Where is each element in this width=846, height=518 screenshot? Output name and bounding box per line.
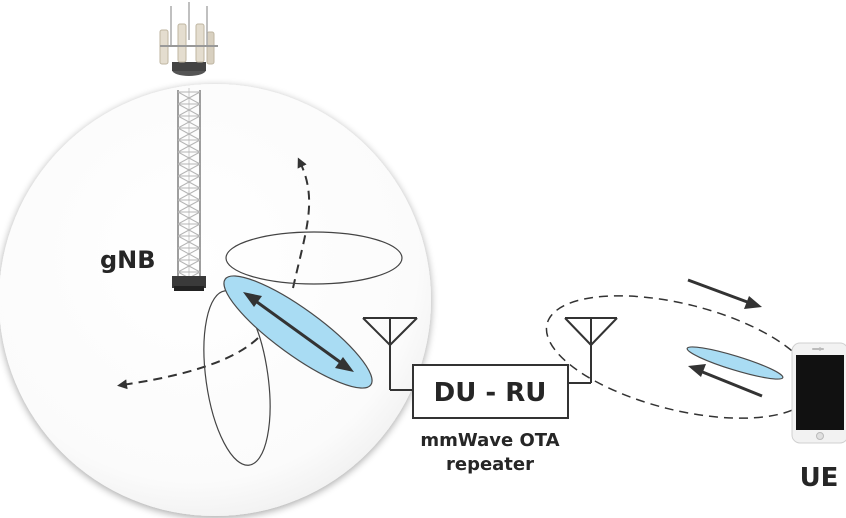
azimuth-steer-arrow bbox=[117, 337, 259, 390]
du-ru-box bbox=[412, 364, 569, 419]
antenna-icon bbox=[362, 317, 418, 391]
gnb-label: gNB bbox=[100, 246, 156, 274]
service-beam bbox=[686, 346, 784, 380]
du-ru-label: DU - RU bbox=[434, 378, 547, 408]
smartphone-icon bbox=[791, 342, 846, 444]
antenna-icon bbox=[564, 317, 618, 384]
beam-outline-horizontal bbox=[225, 231, 403, 285]
service-coverage-area bbox=[545, 295, 815, 419]
beam-double-arrow bbox=[249, 295, 348, 369]
coverage-sphere bbox=[0, 84, 431, 516]
repeater-label-line1: mmWave OTA bbox=[420, 430, 559, 451]
repeater-label-line2: repeater bbox=[446, 454, 534, 475]
elevation-steer-arrow bbox=[292, 157, 311, 289]
beam-steer-arrow-up bbox=[687, 278, 751, 305]
beam-outline-vertical bbox=[203, 290, 271, 466]
cell-tower-icon bbox=[159, 2, 218, 291]
beam-steer-arrow-down bbox=[699, 369, 763, 398]
ue-label: UE bbox=[800, 463, 839, 493]
